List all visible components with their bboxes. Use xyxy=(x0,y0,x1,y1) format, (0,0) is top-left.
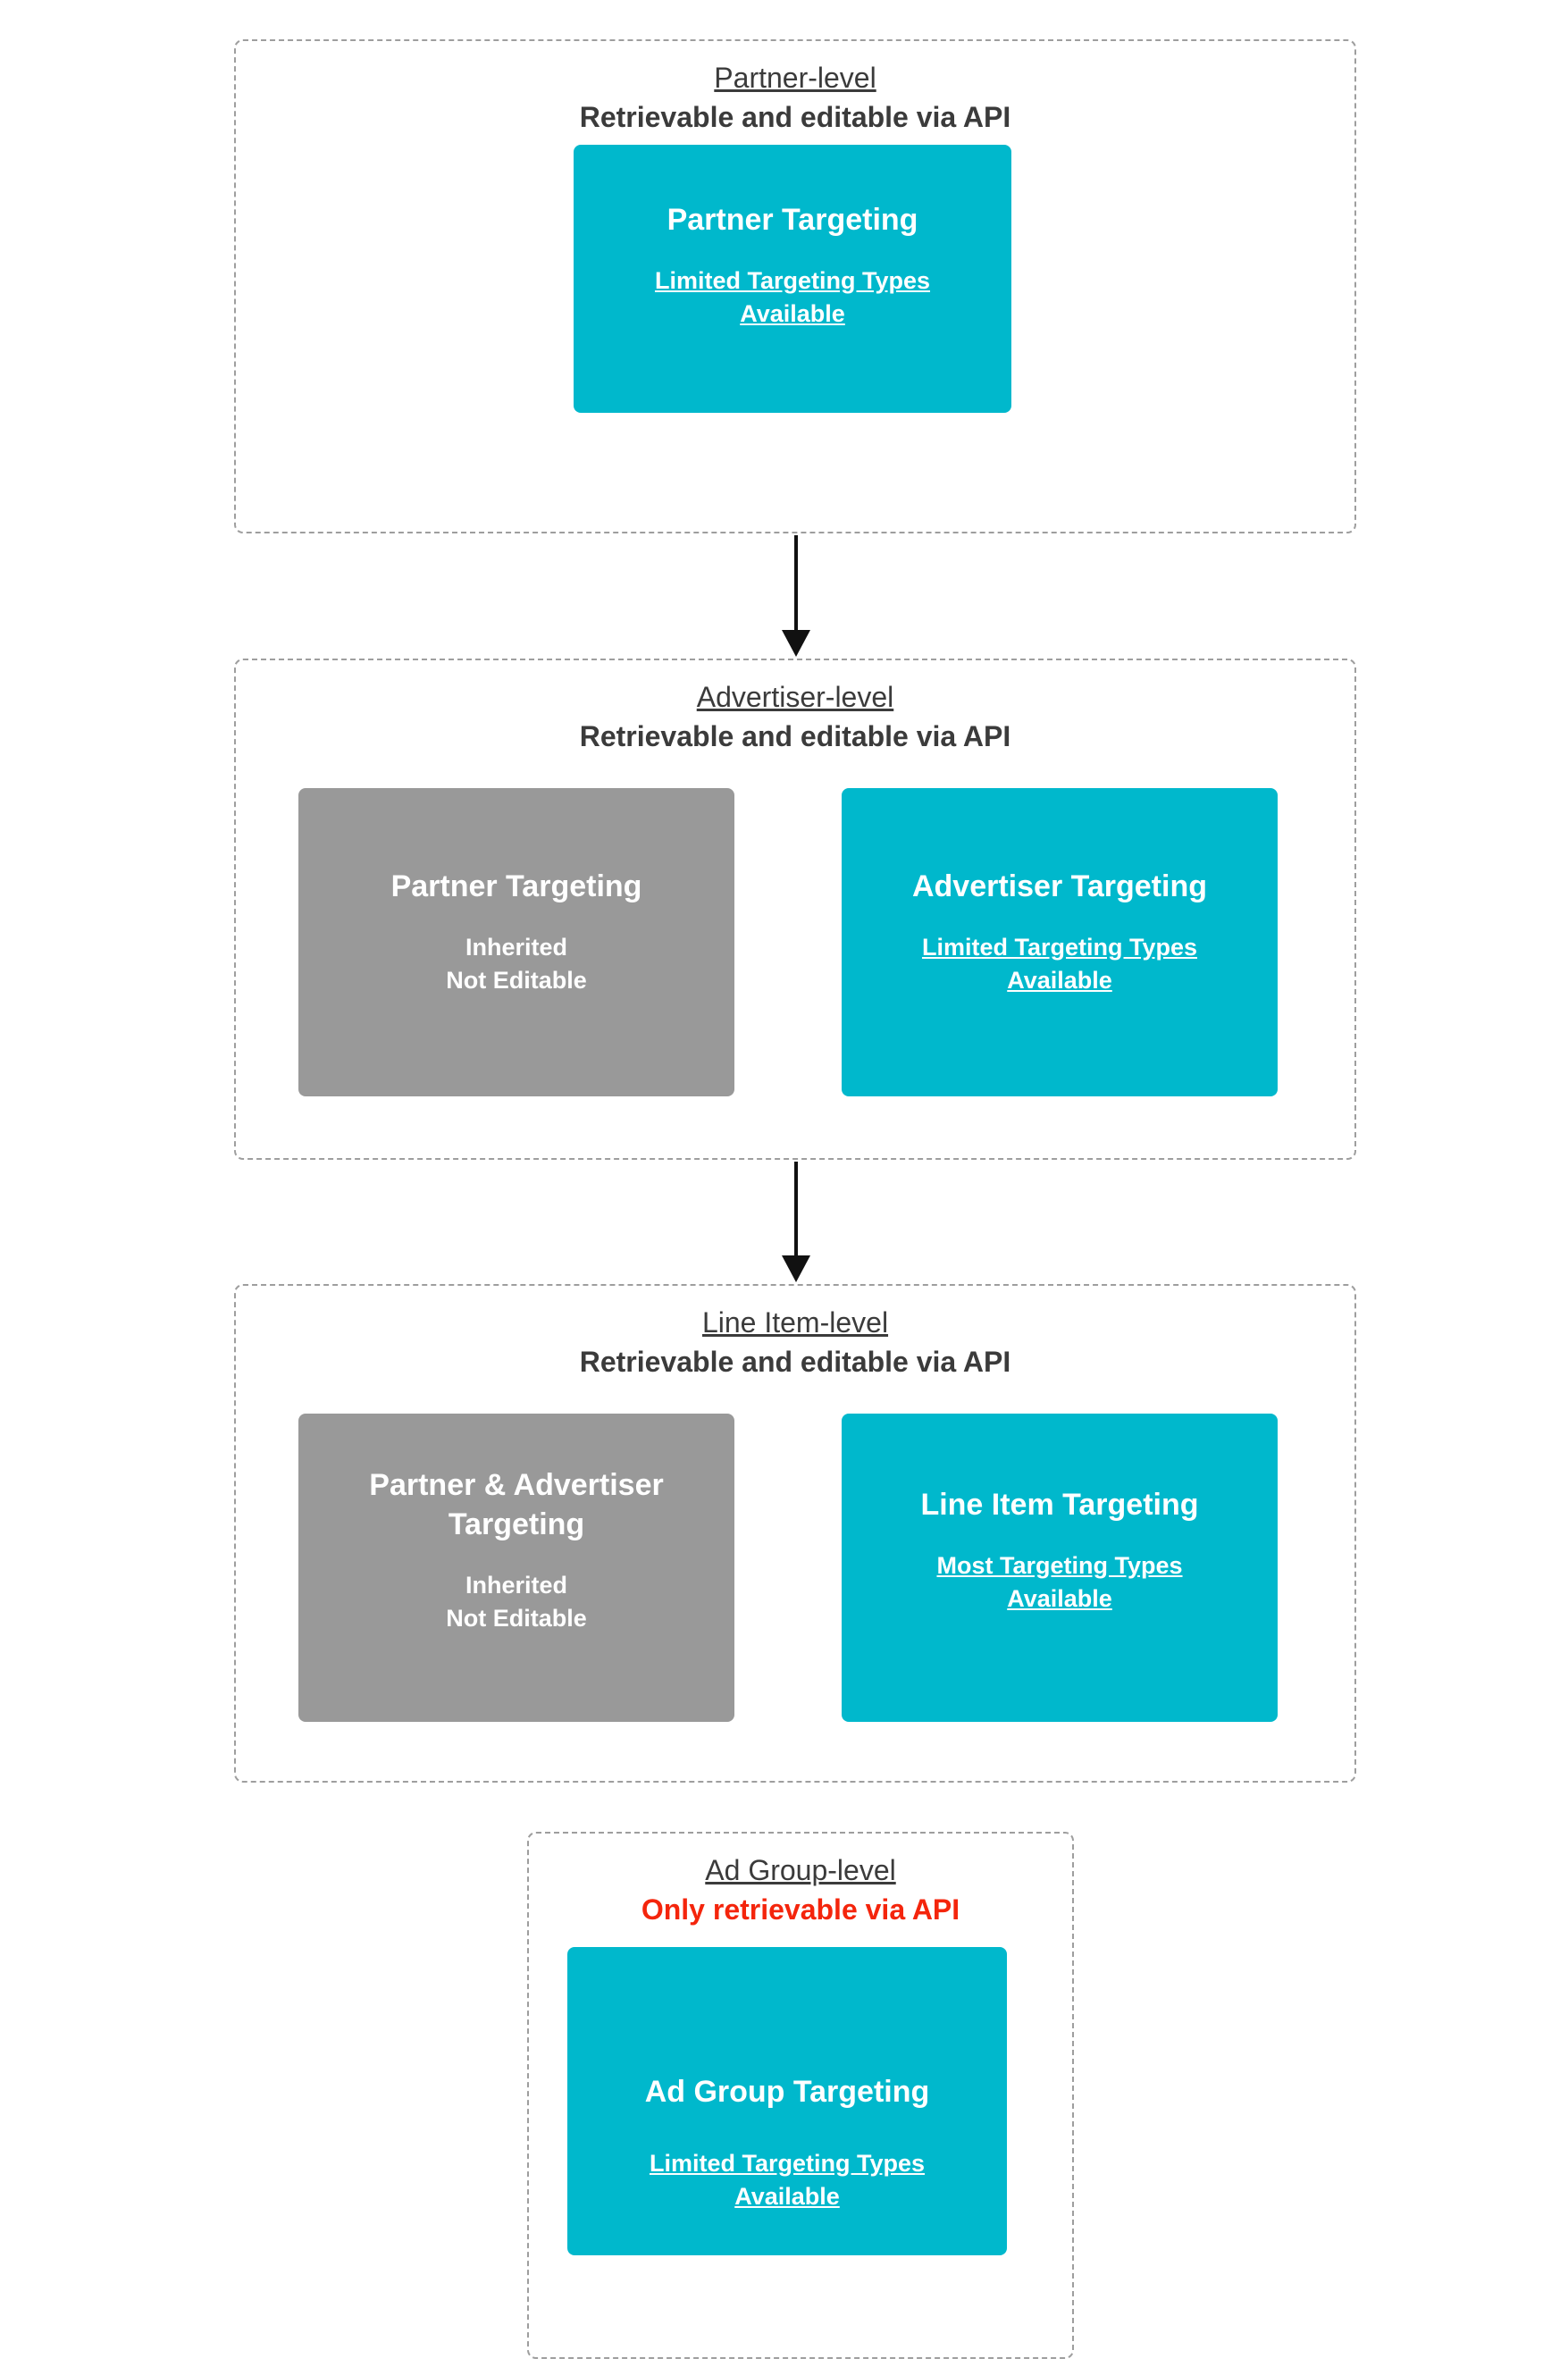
card-title: Line Item Targeting xyxy=(920,1488,1199,1522)
card-title: Advertiser Targeting xyxy=(911,869,1207,903)
section-subtitle: Retrievable and editable via API xyxy=(579,101,1011,133)
section-line-item-level: Line Item-level Retrievable and editable… xyxy=(234,1284,1356,1783)
card-body: Limited Targeting Types Available xyxy=(921,934,1198,994)
arrow-shaft xyxy=(794,1162,798,1255)
card-title: Partner Targeting xyxy=(390,869,642,903)
card-title: Ad Group Targeting xyxy=(644,2075,930,2109)
section-advertiser-level: Advertiser-level Retrievable and editabl… xyxy=(234,659,1356,1160)
card-partner-targeting-inherited: Partner Targeting Inherited Not Editable xyxy=(298,788,770,1132)
card-title: Partner Targeting xyxy=(667,203,918,237)
card-partner-advertiser-targeting-inherited: Partner & Advertiser Targeting Inherited… xyxy=(298,1414,770,1758)
section-subtitle: Retrievable and editable via API xyxy=(579,1346,1011,1378)
section-title: Ad Group-level xyxy=(705,1854,896,1886)
card-partner-targeting: Partner Targeting Limited Targeting Type… xyxy=(574,145,1047,449)
section-title: Advertiser-level xyxy=(696,681,894,713)
arrow-head-icon xyxy=(782,1255,810,1282)
flow-arrow-down-1 xyxy=(778,535,814,657)
arrow-shaft xyxy=(794,535,798,630)
card-body: Most Targeting Types Available xyxy=(936,1552,1183,1612)
section-subtitle: Only retrievable via API xyxy=(641,1893,960,1926)
flow-arrow-down-2 xyxy=(778,1162,814,1282)
card-body: Limited Targeting Types Available xyxy=(654,267,931,327)
card-body: Inherited Not Editable xyxy=(446,1572,587,1632)
card-title: Partner & Advertiser Targeting xyxy=(369,1468,664,1541)
card-advertiser-targeting: Advertiser Targeting Limited Targeting T… xyxy=(842,788,1313,1132)
card-ad-group-targeting: Ad Group Targeting Limited Targeting Typ… xyxy=(567,1947,1043,2291)
section-title: Line Item-level xyxy=(701,1306,889,1339)
section-subtitle: Retrievable and editable via API xyxy=(579,720,1011,752)
arrow-head-icon xyxy=(782,630,810,657)
section-ad-group-level: Ad Group-level Only retrievable via API … xyxy=(527,1832,1074,2359)
section-title: Partner-level xyxy=(714,62,876,94)
card-line-item-targeting: Line Item Targeting Most Targeting Types… xyxy=(842,1414,1313,1758)
card-body: Inherited Not Editable xyxy=(446,934,587,994)
section-partner-level: Partner-level Retrievable and editable v… xyxy=(234,39,1356,533)
card-body: Limited Targeting Types Available xyxy=(649,2150,926,2210)
